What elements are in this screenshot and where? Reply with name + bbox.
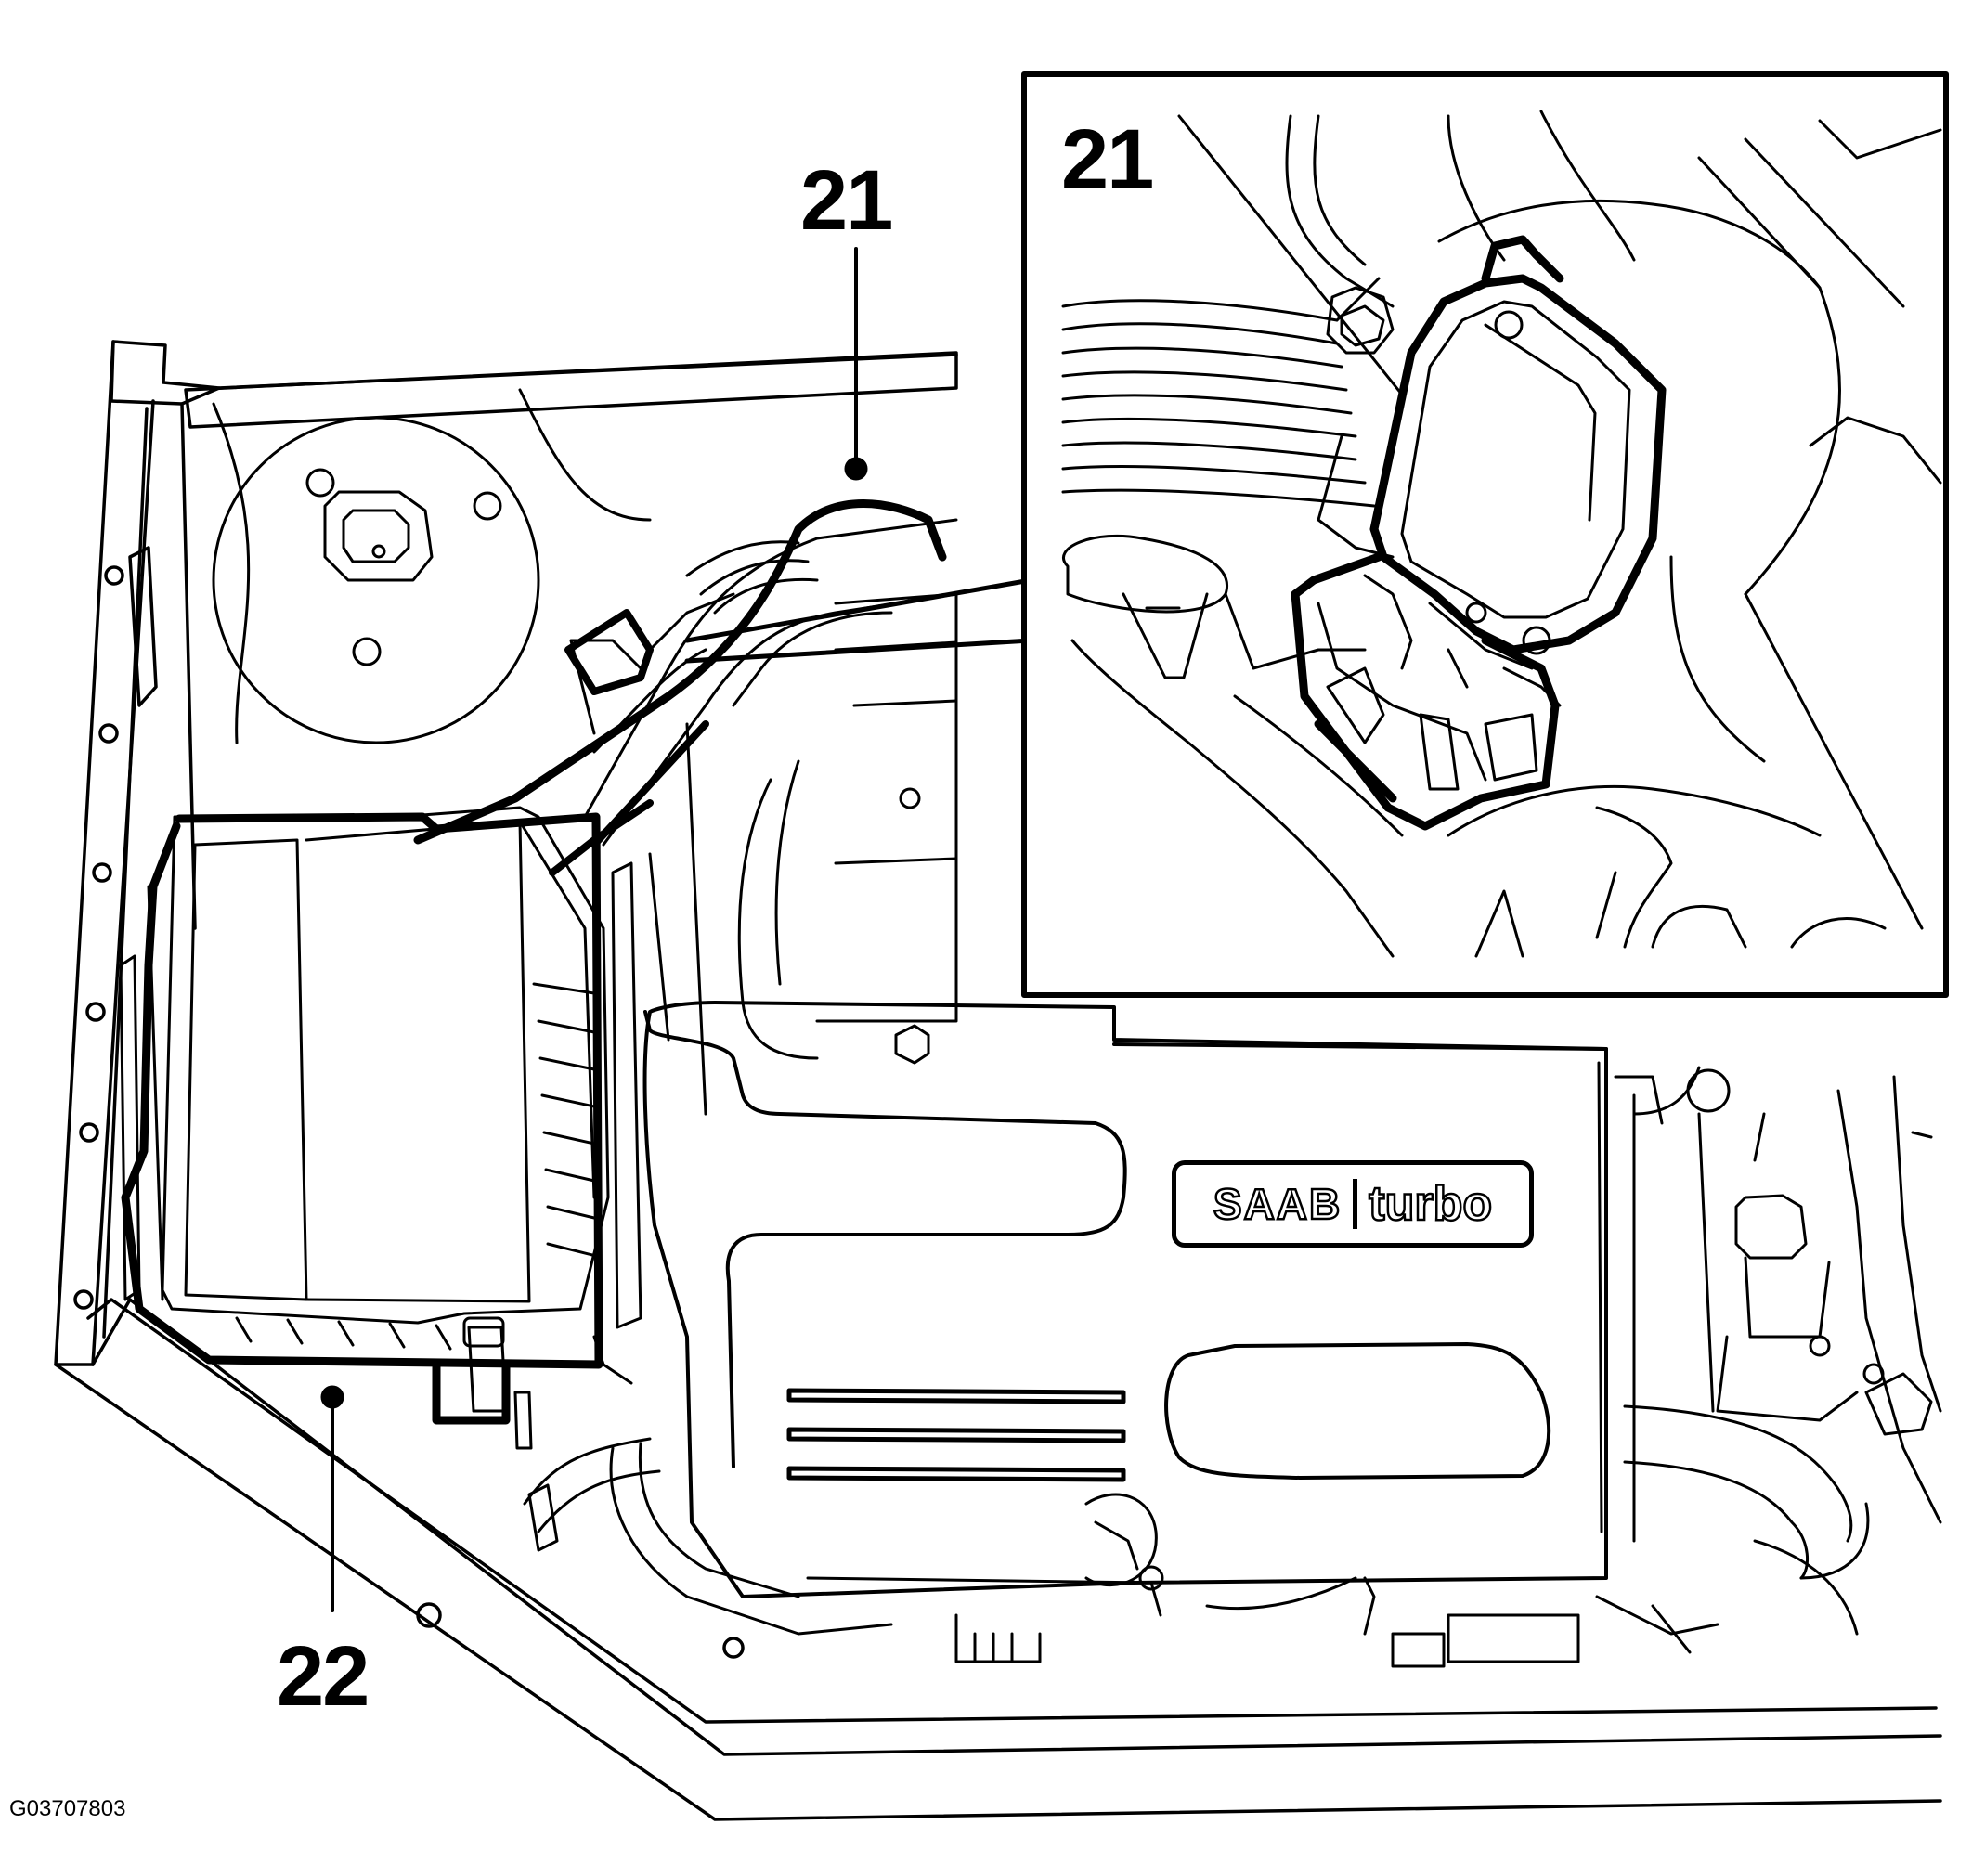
battery-terminal (462, 1316, 533, 1450)
brand-badge-divider (1353, 1179, 1358, 1229)
battery-outline-highlight (121, 812, 603, 1369)
engine-cover (642, 1001, 1608, 1598)
intake-hose-highlight (413, 499, 947, 845)
brand-badge-left: SAAB (1213, 1179, 1343, 1230)
callout-label-22: 22 (277, 1629, 370, 1724)
callout-label-21: 21 (800, 153, 893, 248)
brand-badge-right: turbo (1368, 1176, 1493, 1233)
cover-vent-slots (786, 1388, 1126, 1482)
intake-clamp (564, 609, 654, 695)
right-side-details (1597, 1061, 1942, 1580)
fender-frame (54, 340, 1942, 1821)
inset-control-module (1291, 235, 1667, 831)
battery-box (119, 806, 610, 1351)
engine-rear-details (592, 592, 958, 1385)
inset-module-details (1317, 300, 1631, 791)
callout-22-dot (320, 1385, 344, 1409)
inset-callout-label-21: 21 (1061, 112, 1154, 207)
inset-panel (1021, 71, 1949, 998)
callout-21-dot (844, 457, 868, 481)
figure-id: G03707803 (9, 1796, 126, 1821)
zoom-wedge (684, 577, 1033, 664)
saab-turbo-badge: SAAB turbo (1172, 1160, 1534, 1248)
battery-ground-highlight (432, 1358, 511, 1425)
lower-harness (523, 1437, 1859, 1668)
strut-tower (212, 388, 652, 744)
